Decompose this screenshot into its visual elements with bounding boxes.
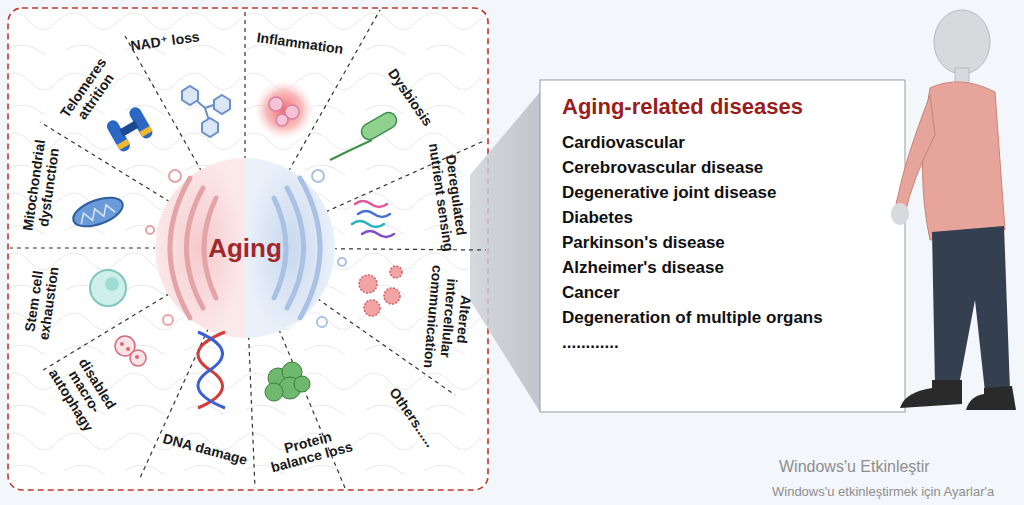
disease-box: Aging-related diseasesCardiovascularCere… [540,80,905,365]
watermark: Windows'u etkinleştirmek için Ayarlar'a [772,484,994,499]
disease-item: Diabetes [562,205,887,230]
watermark: Windows'u Etkinleştir [779,458,930,476]
box-heading: Aging-related diseases [562,94,887,120]
disease-item: Cancer [562,280,887,305]
disease-item: Alzheimer's disease [562,255,887,280]
disease-item: Cardiovascular [562,130,887,155]
disease-item: Degenerative joint disease [562,180,887,205]
disease-item: Cerebrovascular disease [562,155,887,180]
disease-item: ............ [562,330,887,355]
disease-item: Parkinson's disease [562,230,887,255]
disease-item: Degeneration of multiple organs [562,305,887,330]
center-circle: Aging [195,233,295,264]
center-title: Aging [195,233,295,264]
